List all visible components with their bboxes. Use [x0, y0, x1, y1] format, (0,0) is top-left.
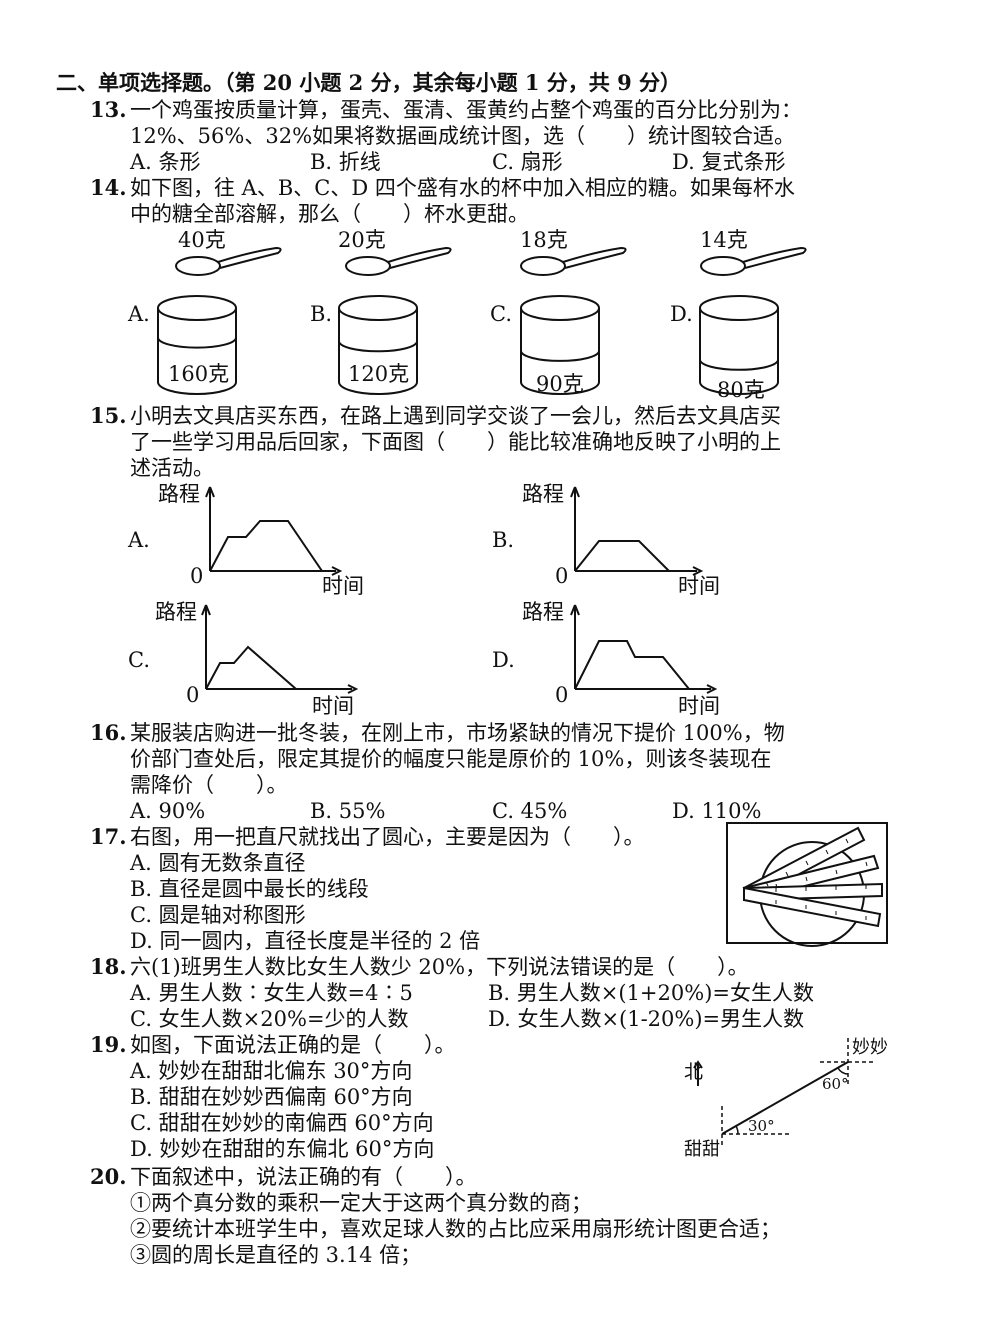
q13-option-b: B. 折线	[310, 150, 381, 174]
q14-water-d: 80克	[717, 378, 765, 402]
q13-option-c: C. 扇形	[492, 150, 563, 174]
q18-text-line1: 六(1)班男生人数比女生人数少 20%，下列说法错误的是（ ）。	[130, 955, 749, 979]
q15-graph-b-origin: 0	[555, 564, 569, 588]
q19-direction-figure	[693, 1038, 876, 1146]
q15-graph-label-c: C.	[128, 648, 150, 672]
q19-top-name: 妙妙	[852, 1037, 888, 1058]
q20-number: 20.	[90, 1164, 127, 1189]
q13-text-line1: 一个鸡蛋按质量计算，蛋壳、蛋清、蛋黄约占整个鸡蛋的百分比分别为：	[130, 98, 802, 122]
q16-text-line3: 需降价（ ）。	[130, 773, 288, 797]
q14-sugar-d: 14克	[700, 228, 748, 252]
q20-item-3: ③圆的周长是直径的 3.14 倍；	[130, 1243, 422, 1267]
q15-graph-label-b: B.	[492, 528, 515, 552]
q18-number: 18.	[90, 954, 127, 979]
q13-number: 13.	[90, 97, 127, 122]
q20-item-1: ①两个真分数的乘积一定大于这两个真分数的商；	[130, 1191, 592, 1215]
q15-graph-d-ylabel: 路程	[522, 600, 564, 624]
q19-angle-bottom: 30°	[748, 1117, 775, 1135]
q14-cup-label-b: B.	[310, 302, 333, 326]
cup-c	[520, 295, 600, 395]
q19-bottom-name: 甜甜	[684, 1139, 720, 1160]
q18-option-b: B. 男生人数×(1+20%)=女生人数	[488, 981, 814, 1005]
q17-option-c: C. 圆是轴对称图形	[130, 903, 306, 927]
q15-graph-b-ylabel: 路程	[522, 482, 564, 506]
q13-option-d: D. 复式条形	[672, 150, 786, 174]
q18-option-c: C. 女生人数×20%=少的人数	[130, 1007, 409, 1031]
q19-text-line1: 如图，下面说法正确的是（ ）。	[130, 1033, 456, 1057]
q14-sugar-a: 40克	[178, 228, 226, 252]
q14-cup-label-d: D.	[670, 302, 693, 326]
q15-graph-c	[201, 604, 359, 694]
q14-water-b: 120克	[348, 362, 410, 386]
q17-number: 17.	[90, 824, 127, 849]
q20-item-2: ②要统计本班学生中，喜欢足球人数的占比应采用扇形统计图更合适；	[130, 1217, 781, 1241]
cup-b	[338, 295, 418, 395]
q16-text-line2: 价部门查处后，限定其提价的幅度只能是原价的 10%，则该冬装现在	[130, 747, 772, 771]
q17-option-d: D. 同一圆内，直径长度是半径的 2 倍	[130, 929, 481, 953]
spoon-icon	[175, 246, 282, 276]
q15-text-line2: 了一些学习用品后回家，下面图（ ）能比较准确地反映了小明的上	[130, 430, 781, 454]
q14-sugar-c: 18克	[520, 228, 568, 252]
q13-text-line2: 12%、56%、32%如果将数据画成统计图，选（ ）统计图较合适。	[130, 124, 796, 148]
q18-option-a: A. 男生人数∶女生人数=4∶5	[130, 981, 413, 1005]
q15-graph-a-origin: 0	[190, 564, 204, 588]
q15-number: 15.	[90, 403, 127, 428]
q15-graph-label-d: D.	[492, 648, 515, 672]
q14-water-c: 90克	[536, 372, 584, 396]
q15-graph-d-xlabel: 时间	[678, 694, 720, 718]
q15-graph-b	[570, 486, 704, 576]
q16-option-d: D. 110%	[672, 799, 762, 823]
q16-option-c: C. 45%	[492, 799, 568, 823]
q14-text-line2: 中的糖全部溶解，那么（ ）杯水更甜。	[130, 202, 529, 226]
q18-option-d: D. 女生人数×(1-20%)=男生人数	[488, 1007, 805, 1031]
q16-option-b: B. 55%	[310, 799, 386, 823]
q14-number: 14.	[90, 175, 127, 200]
q19-option-a: A. 妙妙在甜甜北偏东 30°方向	[130, 1059, 413, 1083]
q14-cup-label-c: C.	[490, 302, 512, 326]
q14-sugar-b: 20克	[338, 228, 386, 252]
spoon-icon	[520, 246, 627, 276]
section-title: 二、单项选择题。（第 20 小题 2 分，其余每小题 1 分，共 9 分）	[56, 70, 682, 95]
q15-text-line3: 述活动。	[130, 456, 214, 480]
q13-option-a: A. 条形	[130, 150, 201, 174]
circle-ruler-figure	[726, 822, 888, 947]
q19-option-b: B. 甜甜在妙妙西偏南 60°方向	[130, 1085, 413, 1109]
cup-d	[699, 295, 779, 395]
north-arrow-icon	[693, 1060, 703, 1086]
q17-option-a: A. 圆有无数条直径	[130, 851, 306, 875]
cup-a	[157, 295, 237, 395]
q15-graph-c-ylabel: 路程	[155, 600, 197, 624]
q15-graph-a-xlabel: 时间	[322, 574, 364, 598]
q14-cup-label-a: A.	[128, 302, 150, 326]
q15-text-line1: 小明去文具店买东西，在路上遇到同学交谈了一会儿，然后去文具店买	[130, 404, 781, 428]
q19-option-c: C. 甜甜在妙妙的南偏西 60°方向	[130, 1111, 434, 1135]
q20-text-line1: 下面叙述中，说法正确的有（ ）。	[130, 1165, 477, 1189]
q19-number: 19.	[90, 1032, 127, 1057]
q19-angle-top: 60°	[822, 1075, 849, 1093]
q15-graph-a-ylabel: 路程	[158, 482, 200, 506]
ruler-icon	[742, 826, 883, 928]
q17-text-line1: 右图，用一把直尺就找出了圆心，主要是因为（ ）。	[130, 825, 645, 849]
q14-water-a: 160克	[168, 362, 230, 386]
q16-text-line1: 某服装店购进一批冬装，在刚上市，市场紧缺的情况下提价 100%，物	[130, 721, 785, 745]
q15-graph-c-origin: 0	[186, 683, 200, 707]
q15-graph-d	[570, 604, 718, 694]
q17-option-b: B. 直径是圆中最长的线段	[130, 877, 369, 901]
q14-text-line1: 如下图，往 A、B、C、D 四个盛有水的杯中加入相应的糖。如果每杯水	[130, 176, 795, 200]
q15-graph-a	[205, 486, 343, 576]
q15-graph-c-xlabel: 时间	[312, 694, 354, 718]
q19-option-d: D. 妙妙在甜甜的东偏北 60°方向	[130, 1137, 435, 1161]
q15-graph-b-xlabel: 时间	[678, 574, 720, 598]
spoon-icon	[345, 246, 452, 276]
q15-graph-d-origin: 0	[555, 683, 569, 707]
q15-graph-label-a: A.	[128, 528, 150, 552]
q16-option-a: A. 90%	[130, 799, 206, 823]
q16-number: 16.	[90, 720, 127, 745]
spoon-icon	[700, 246, 807, 276]
